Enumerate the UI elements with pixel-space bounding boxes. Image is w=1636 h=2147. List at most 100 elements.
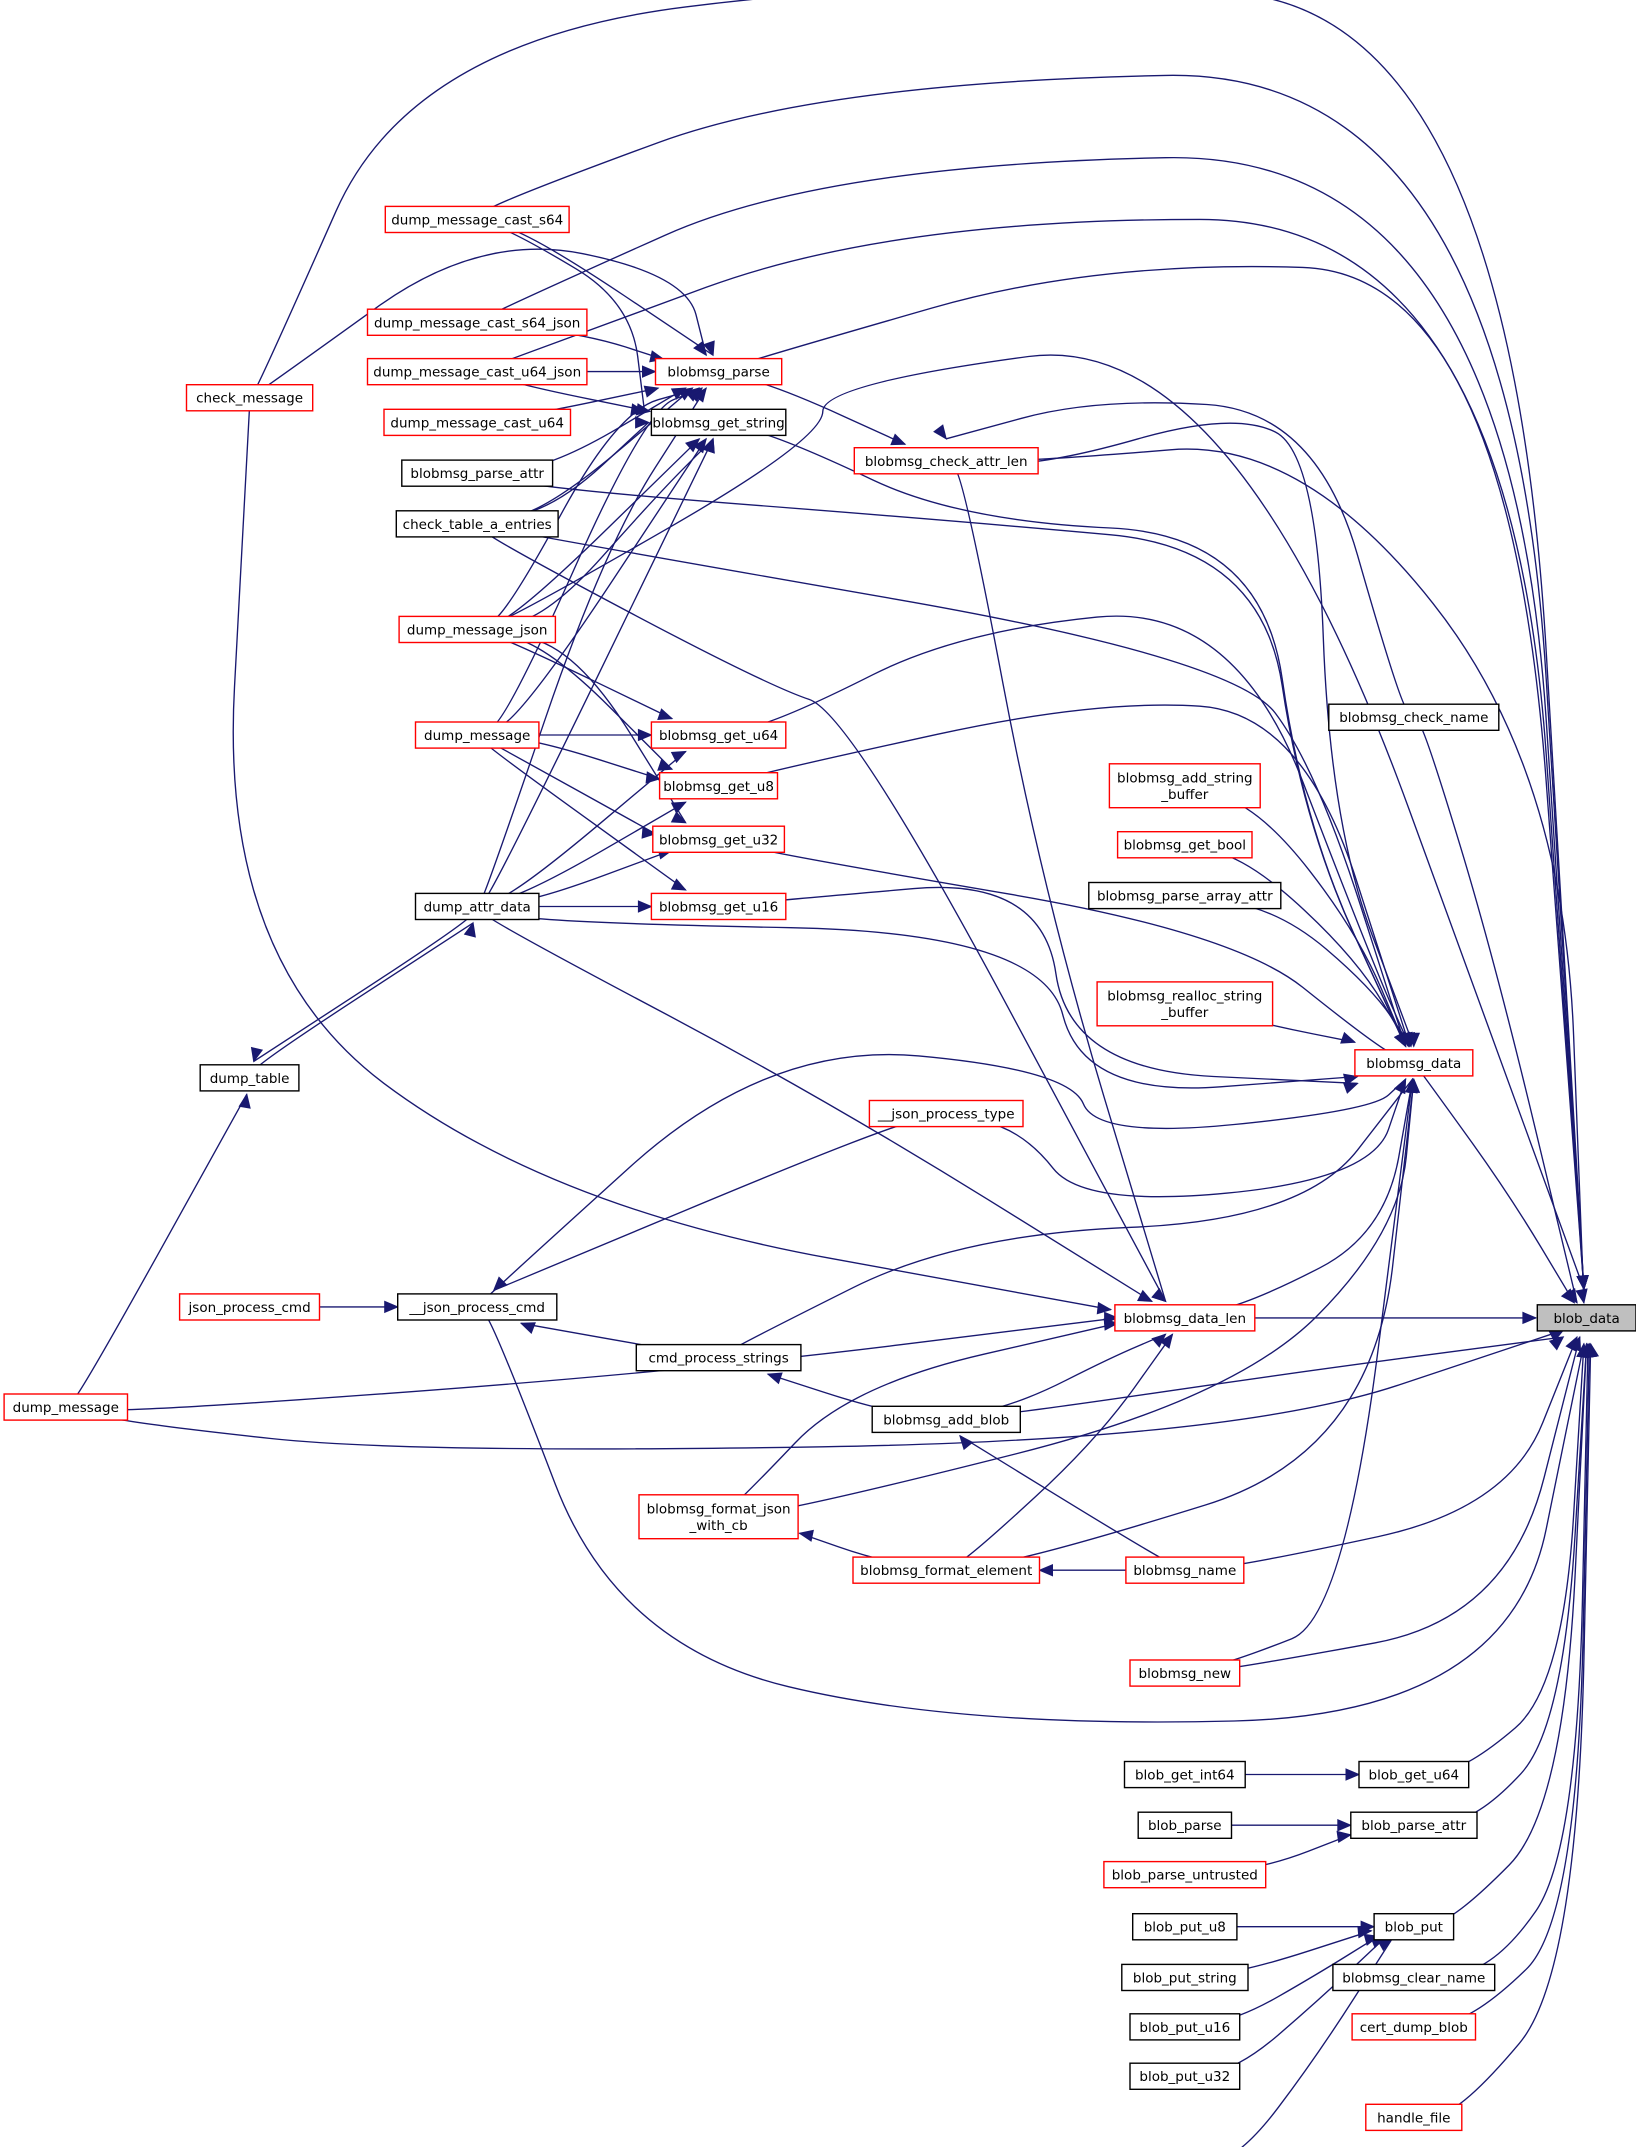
arrowhead xyxy=(645,771,661,784)
node-blobmsg_get_u32[interactable]: blobmsg_get_u32 xyxy=(652,825,786,854)
node-cmd_process_strings[interactable]: cmd_process_strings xyxy=(635,1343,802,1372)
node-box xyxy=(1123,1760,1246,1789)
node-dump_attr_data[interactable]: dump_attr_data xyxy=(414,892,540,921)
edge-blobmsg_new-to-blob_data xyxy=(1184,1336,1581,1674)
edge-blobmsg_format_element-to-blobmsg_data xyxy=(946,1079,1415,1571)
edge-blobmsg_format_json_with_cb-to-blobmsg_data xyxy=(718,1079,1415,1518)
node-label: blobmsg_name xyxy=(1133,1563,1236,1579)
node-blobmsg_add_blob[interactable]: blobmsg_add_blob xyxy=(871,1405,1022,1434)
node-blob_get_int64[interactable]: blob_get_int64 xyxy=(1123,1760,1246,1789)
node-box xyxy=(397,1293,558,1321)
arrowhead xyxy=(641,826,657,839)
node-blobmsg_check_attr_len[interactable]: blobmsg_check_attr_len xyxy=(853,447,1039,475)
node-blobmsg_get_u8[interactable]: blobmsg_get_u8 xyxy=(658,772,779,800)
arrowhead xyxy=(1345,1768,1361,1781)
node-box xyxy=(1088,881,1282,910)
node-box xyxy=(1350,1811,1478,1839)
node-blobmsg_name[interactable]: blobmsg_name xyxy=(1125,1556,1245,1584)
arrowhead xyxy=(1038,1563,1053,1577)
node-label: handle_file xyxy=(1377,2110,1450,2126)
node-blobmsg_format_json_with_cb[interactable]: blobmsg_format_json_with_cb xyxy=(638,1494,799,1540)
node-label: blobmsg_format_json xyxy=(647,1501,791,1517)
node-box xyxy=(1125,1556,1245,1584)
node-blobmsg_get_u16[interactable]: blobmsg_get_u16 xyxy=(650,892,787,921)
node-blobmsg_get_string[interactable]: blobmsg_get_string xyxy=(650,408,787,437)
edge-check_table_a_entries-to-blobmsg_data_len xyxy=(476,523,1167,1302)
node-json_process_type[interactable]: __json_process_type xyxy=(868,1099,1024,1128)
edge-check_message-to-blobmsg_data_len xyxy=(232,397,1111,1311)
edge-dump_message_left-to-blob_data xyxy=(65,1329,1564,1450)
node-blobmsg_data[interactable]: blobmsg_data xyxy=(1354,1049,1474,1077)
node-check_message[interactable]: check_message xyxy=(185,384,314,412)
node-blobmsg_parse_attr[interactable]: blobmsg_parse_attr xyxy=(401,459,554,487)
node-box xyxy=(178,1293,321,1321)
arrowhead xyxy=(1343,1073,1359,1086)
edge-blobmsg_add_blob-to-blob_data xyxy=(946,1336,1564,1420)
node-dump_table[interactable]: dump_table xyxy=(199,1064,300,1092)
node-handle_file[interactable]: handle_file xyxy=(1365,2103,1463,2132)
arrowhead xyxy=(1337,1818,1353,1832)
node-cert_dump_blob[interactable]: cert_dump_blob xyxy=(1351,2013,1477,2041)
edge-dump_message_json-to-blob_data xyxy=(476,354,1585,1290)
node-dump_message_json[interactable]: dump_message_json xyxy=(398,615,557,644)
node-box xyxy=(638,1494,799,1540)
node-label: blobmsg_check_name xyxy=(1339,710,1488,726)
node-blob_put_u8[interactable]: blob_put_u8 xyxy=(1131,1912,1238,1941)
edge-json_process_cmd_inner-to-blob_data xyxy=(476,1306,1585,1723)
node-blob_put_string[interactable]: blob_put_string xyxy=(1121,1963,1249,1992)
node-label: check_table_a_entries xyxy=(403,517,552,533)
node-dump_message_cast_u64[interactable]: dump_message_cast_u64 xyxy=(383,408,572,437)
node-dump_message_cast_s64[interactable]: dump_message_cast_s64 xyxy=(384,205,570,234)
node-blobmsg_get_u64[interactable]: blobmsg_get_u64 xyxy=(650,721,787,749)
node-json_process_cmd_inner[interactable]: __json_process_cmd xyxy=(397,1293,558,1321)
node-blobmsg_parse_array_attr[interactable]: blobmsg_parse_array_attr xyxy=(1088,881,1282,910)
node-dump_message_mid[interactable]: dump_message xyxy=(414,721,540,749)
node-blobmsg_get_bool[interactable]: blobmsg_get_bool xyxy=(1116,831,1253,859)
arrowhead xyxy=(635,416,650,429)
node-label: _buffer xyxy=(1160,787,1208,803)
node-label: blob_put xyxy=(1385,1920,1443,1936)
edge-blobmsg_get_bool-to-blobmsg_data xyxy=(1184,844,1409,1047)
node-label: dump_message_cast_s64_json xyxy=(374,315,580,331)
node-box xyxy=(1121,1963,1249,1992)
node-box xyxy=(1365,2103,1463,2132)
edge-dump_message_cast_s64-to-blob_data xyxy=(476,74,1585,1290)
arrowhead xyxy=(702,437,715,454)
node-dump_message_cast_u64_json[interactable]: dump_message_cast_u64_json xyxy=(366,357,588,386)
node-check_table_a_entries[interactable]: check_table_a_entries xyxy=(395,510,559,538)
node-blobmsg_parse[interactable]: blobmsg_parse xyxy=(654,357,783,386)
node-blob_parse[interactable]: blob_parse xyxy=(1137,1811,1233,1839)
node-blob_parse_untrusted[interactable]: blob_parse_untrusted xyxy=(1103,1860,1267,1889)
node-blobmsg_clear_name[interactable]: blobmsg_clear_name xyxy=(1332,1963,1496,1992)
node-blob_put[interactable]: blob_put xyxy=(1373,1912,1455,1941)
node-box xyxy=(1358,1760,1470,1789)
node-blobmsg_check_name[interactable]: blobmsg_check_name xyxy=(1328,703,1500,732)
node-blobmsg_new[interactable]: blobmsg_new xyxy=(1129,1659,1241,1687)
node-blob_parse_attr[interactable]: blob_parse_attr xyxy=(1350,1811,1478,1839)
node-blobmsg_add_string_buffer[interactable]: blobmsg_add_string_buffer xyxy=(1108,763,1261,809)
node-label: blobmsg_parse_attr xyxy=(410,466,544,482)
arrowhead xyxy=(1576,1275,1589,1291)
node-box xyxy=(1328,703,1500,732)
edge-dump_message_cast_s64-to-blobmsg_get_string xyxy=(476,218,646,412)
node-blob_data[interactable]: blob_data xyxy=(1536,1304,1636,1332)
arrowhead xyxy=(1569,1335,1582,1352)
node-blobmsg_data_len[interactable]: blobmsg_data_len xyxy=(1114,1304,1256,1332)
node-blob_get_u64[interactable]: blob_get_u64 xyxy=(1358,1760,1470,1789)
arrowhead xyxy=(670,811,687,824)
node-blobmsg_realloc_string_buffer[interactable]: blobmsg_realloc_string_buffer xyxy=(1096,981,1274,1027)
arrowhead xyxy=(1564,1287,1578,1304)
node-blob_put_u16[interactable]: blob_put_u16 xyxy=(1129,2013,1241,2041)
node-label: dump_message_cast_u64 xyxy=(390,415,564,431)
edge-check_table_a_entries-to-blobmsg_parse xyxy=(477,387,693,525)
node-blob_put_u32[interactable]: blob_put_u32 xyxy=(1129,2062,1241,2090)
node-json_process_cmd[interactable]: json_process_cmd xyxy=(178,1293,321,1321)
node-dump_message_cast_s64_json[interactable]: dump_message_cast_s64_json xyxy=(366,308,588,337)
node-dump_message_left[interactable]: dump_message xyxy=(3,1393,129,1421)
node-label: dump_message xyxy=(424,728,530,744)
node-label: blob_get_u64 xyxy=(1369,1768,1460,1784)
node-box xyxy=(853,447,1039,475)
node-label: blob_data xyxy=(1553,1311,1619,1327)
node-blobmsg_format_element[interactable]: blobmsg_format_element xyxy=(852,1556,1041,1584)
node-box xyxy=(414,892,540,921)
